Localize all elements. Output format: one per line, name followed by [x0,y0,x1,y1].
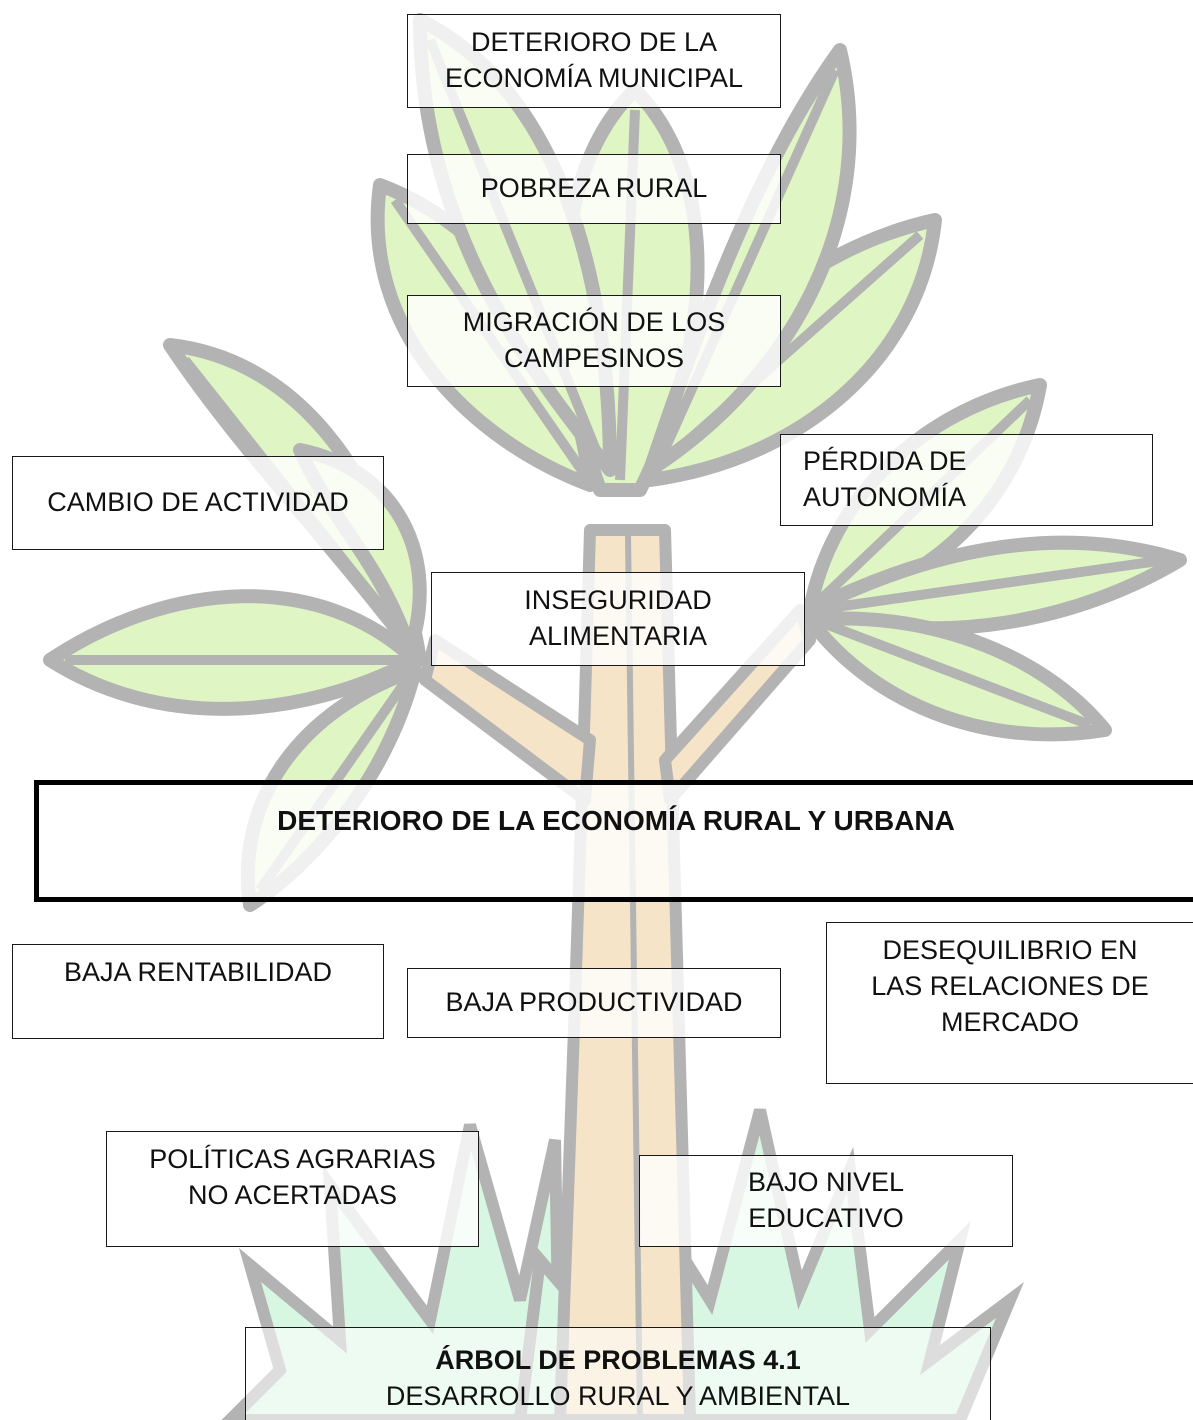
effect-inseguridad-alimentaria: INSEGURIDAD ALIMENTARIA [431,572,805,666]
effect-label: MIGRACIÓN DE LOS CAMPESINOS [462,307,726,373]
core-problem-box: DETERIORO DE LA ECONOMÍA RURAL Y URBANA [34,780,1193,902]
effect-cambio-actividad: CAMBIO DE ACTIVIDAD [12,456,384,550]
diagram-title: ÁRBOL DE PROBLEMAS 4.1 [435,1345,801,1375]
cause-baja-rentabilidad: BAJA RENTABILIDAD [12,944,384,1039]
cause-label: BAJA PRODUCTIVIDAD [445,987,743,1018]
cause-label: POLÍTICAS AGRARIAS NO ACERTADAS [149,1144,436,1210]
diagram-subtitle: DESARROLLO RURAL Y AMBIENTAL [385,1381,851,1412]
effect-label: INSEGURIDAD ALIMENTARIA [524,585,712,651]
effect-label: CAMBIO DE ACTIVIDAD [47,487,349,518]
cause-label: DESEQUILIBRIO EN LAS RELACIONES DE MERCA… [871,935,1149,1037]
cause-bajo-nivel-educativo: BAJO NIVEL EDUCATIVO [639,1155,1013,1247]
effect-pobreza-rural: POBREZA RURAL [407,154,781,224]
effect-deterioro-economia-municipal: DETERIORO DE LA ECONOMÍA MUNICIPAL [407,14,781,108]
effect-label: POBREZA RURAL [480,173,708,204]
diagram-title-box: ÁRBOL DE PROBLEMAS 4.1 DESARROLLO RURAL … [245,1327,991,1420]
core-problem-label: DETERIORO DE LA ECONOMÍA RURAL Y URBANA [277,805,955,836]
cause-label: BAJO NIVEL EDUCATIVO [747,1167,905,1233]
effect-label: PÉRDIDA DE AUTONOMÍA [803,446,967,512]
cause-label: BAJA RENTABILIDAD [63,957,333,987]
cause-baja-productividad: BAJA PRODUCTIVIDAD [407,968,781,1038]
effect-label: DETERIORO DE LA ECONOMÍA MUNICIPAL [444,27,744,93]
effect-migracion-campesinos: MIGRACIÓN DE LOS CAMPESINOS [407,295,781,387]
effect-perdida-autonomia: PÉRDIDA DE AUTONOMÍA [780,434,1153,526]
cause-politicas-agrarias: POLÍTICAS AGRARIAS NO ACERTADAS [106,1131,479,1247]
cause-desequilibrio-mercado: DESEQUILIBRIO EN LAS RELACIONES DE MERCA… [826,922,1193,1084]
